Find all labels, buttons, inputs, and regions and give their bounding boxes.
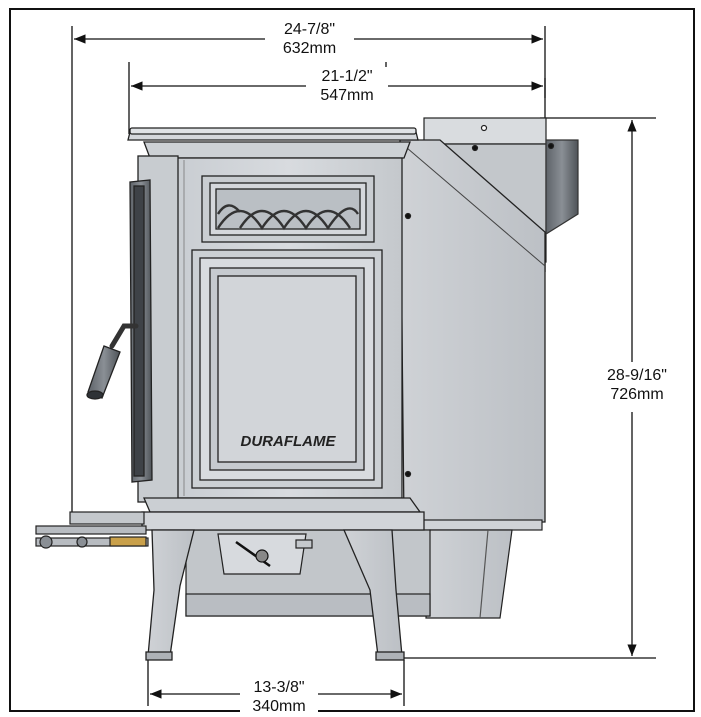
dimension-body-width: 21-1/2" 547mm (306, 67, 388, 105)
front-control-rod (35, 511, 149, 549)
height-metric: 726mm (610, 386, 664, 403)
leg-spacing-imperial: 13-3/8" (253, 679, 305, 696)
body-width-metric: 547mm (320, 87, 374, 104)
body-width-imperial: 21-1/2" (321, 68, 373, 85)
brand-logo: DURAFLAME (241, 433, 337, 450)
dimension-lines (71, 26, 656, 706)
dimension-overall-width: 24-7/8" 632mm (265, 20, 354, 58)
height-imperial: 28-9/16" (607, 367, 667, 384)
stove-side-panel (399, 139, 546, 523)
stove-front-body (86, 127, 425, 531)
overall-width-metric: 632mm (282, 40, 337, 57)
dimension-height: 28-9/16" 726mm (598, 366, 676, 404)
bottom-bracket (217, 533, 313, 575)
stove-legs (145, 529, 405, 661)
overall-width-imperial: 24-7/8" (283, 21, 336, 38)
dimension-leg-spacing: 13-3/8" 340mm (240, 678, 318, 716)
leg-spacing-metric: 340mm (252, 698, 306, 715)
